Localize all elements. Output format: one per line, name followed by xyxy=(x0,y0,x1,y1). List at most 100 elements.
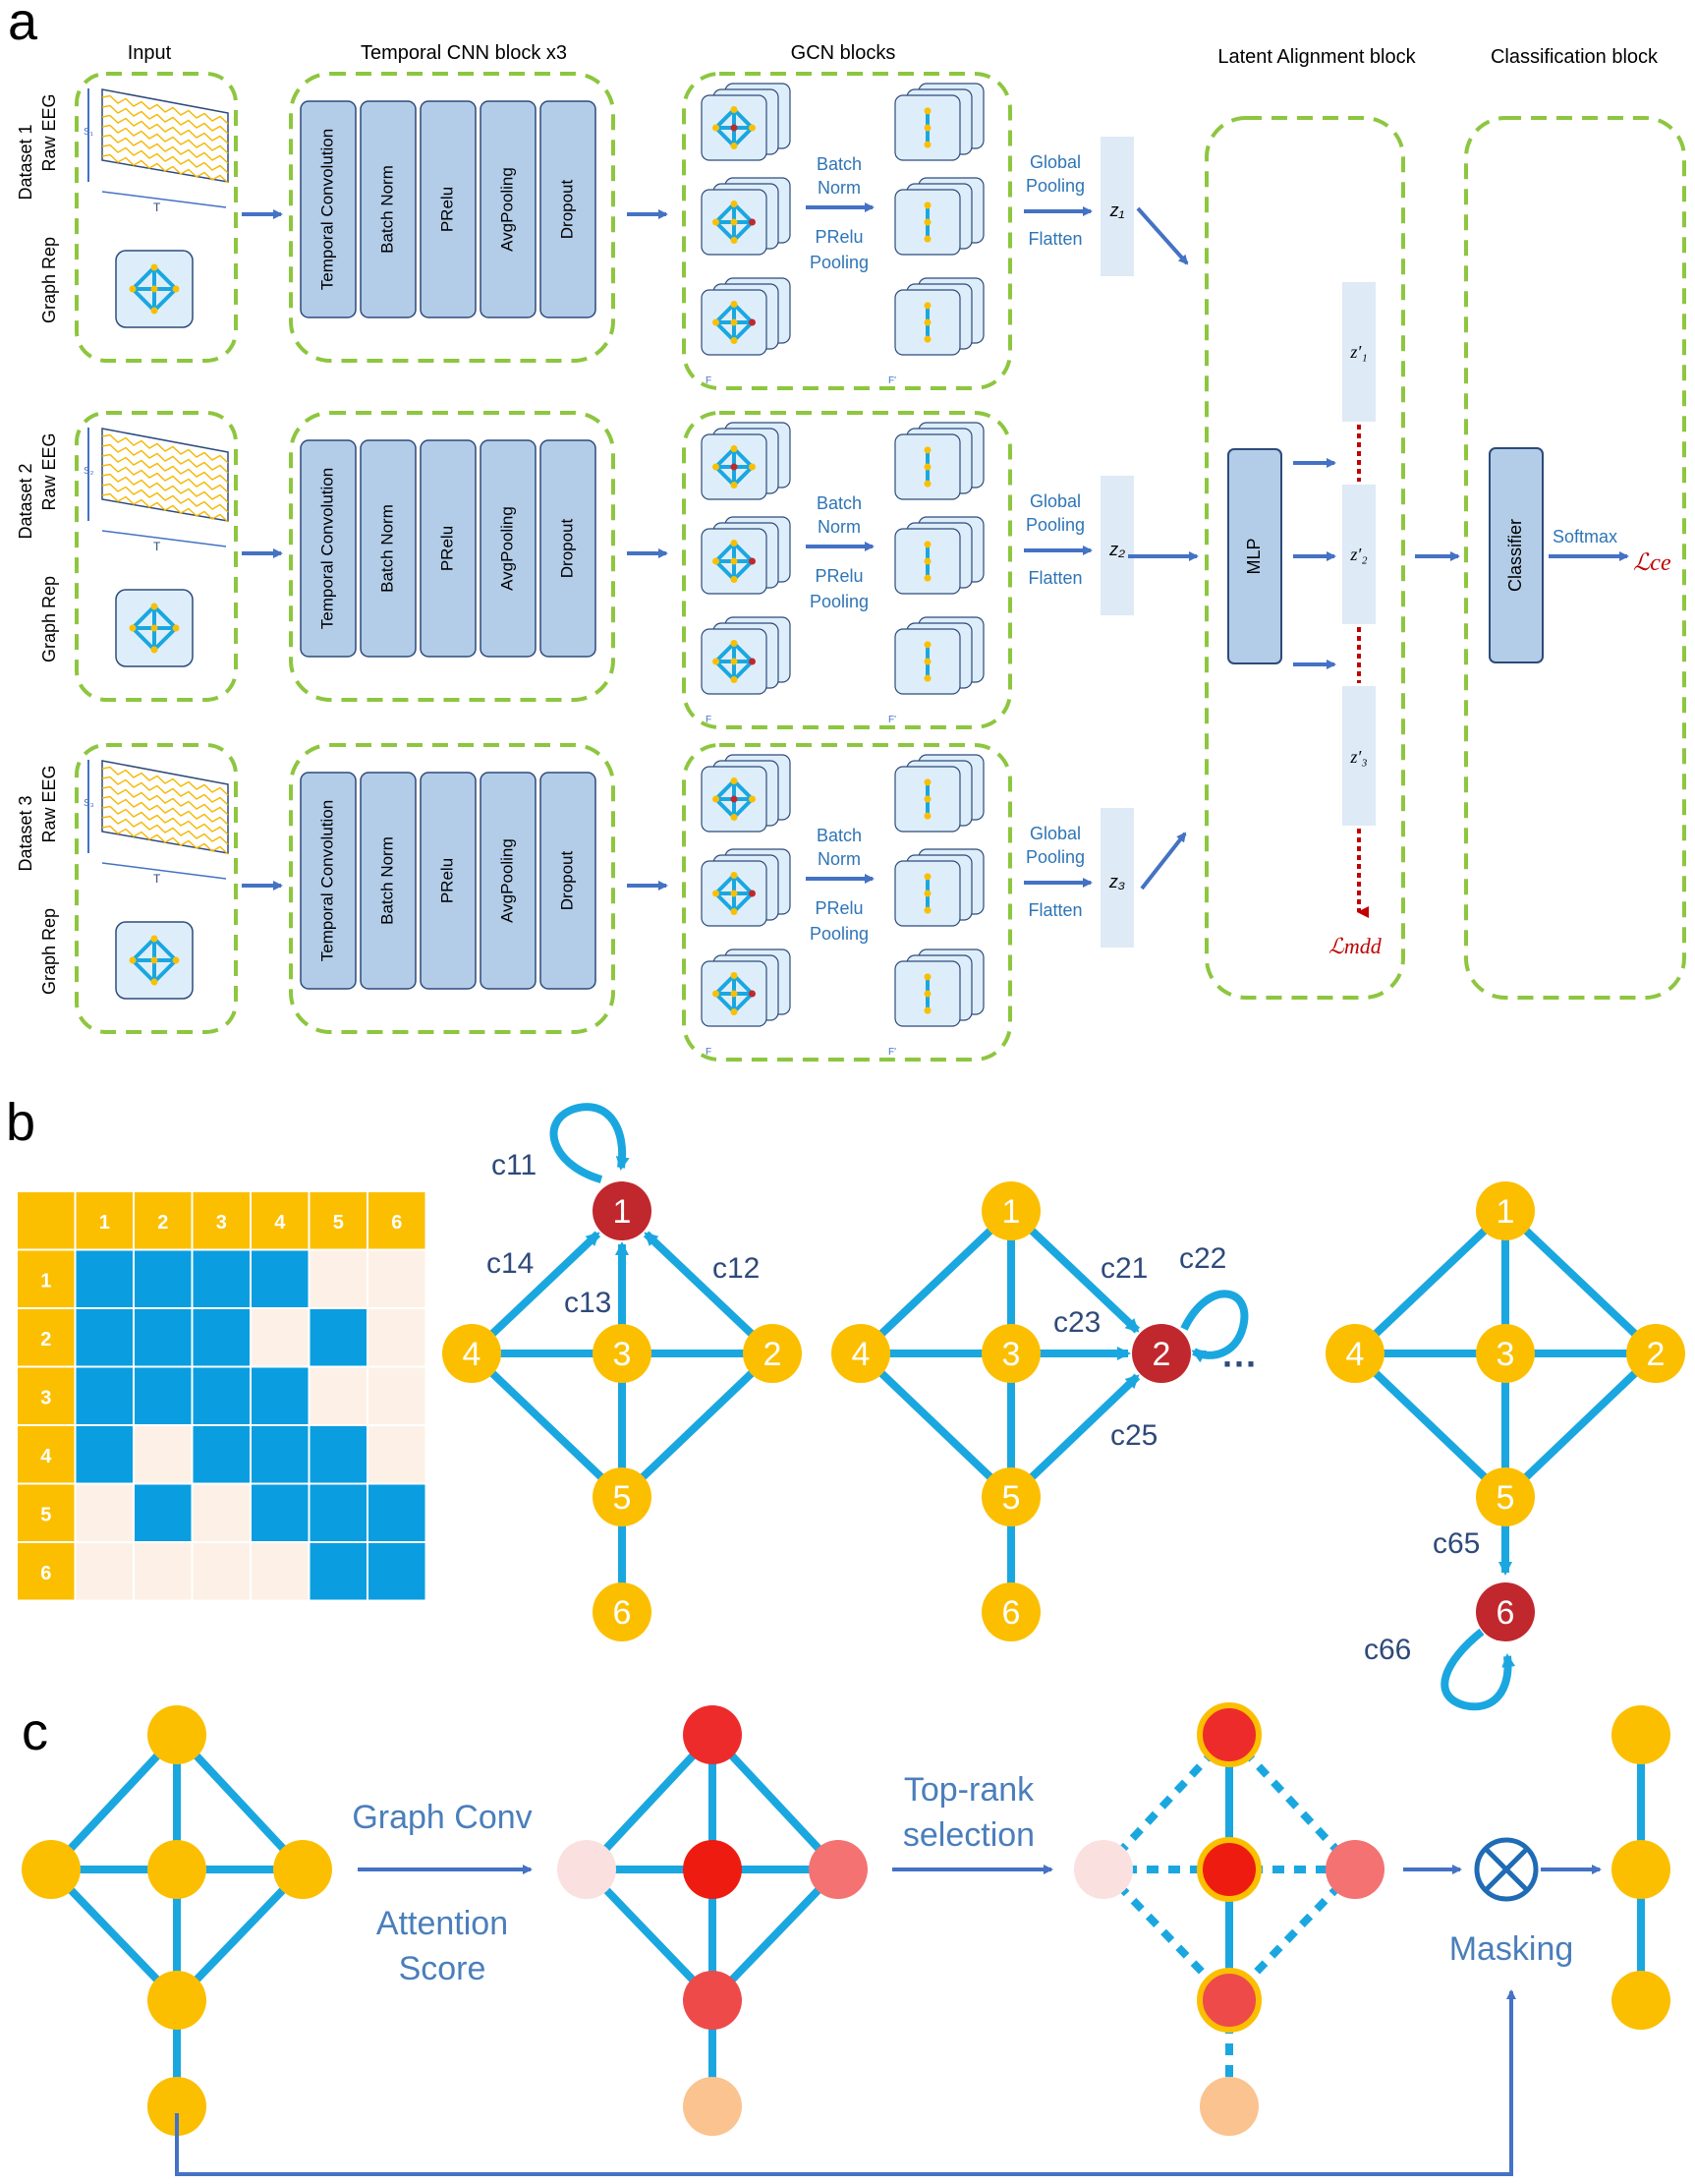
graph-node-3 xyxy=(982,1324,1041,1383)
time-label: T xyxy=(153,540,161,553)
graph-node-6 xyxy=(982,1582,1041,1641)
gcn-input-stack-edge xyxy=(732,797,754,819)
cnn-layer-box xyxy=(300,100,357,318)
cnn-layer-label: AvgPooling xyxy=(497,167,516,252)
graph-edge xyxy=(1226,1867,1358,2003)
matrix-cell xyxy=(368,1309,425,1366)
feature-label-out: F' xyxy=(888,715,896,725)
gcn-batch-label: Batch xyxy=(817,493,862,513)
self-loop-1 xyxy=(549,1103,630,1183)
gcn-output-stack-node xyxy=(924,778,932,786)
pooling-label: Pooling xyxy=(1026,515,1085,535)
gcn-input-stack-edge xyxy=(732,642,754,663)
header-gcn: GCN blocks xyxy=(791,42,896,64)
graph-rep-edge xyxy=(131,937,156,962)
cnn-layer-box xyxy=(480,100,537,318)
matrix-row-header xyxy=(18,1484,75,1541)
gcn-norm-label: Norm xyxy=(818,517,861,537)
graph-node-1 xyxy=(593,1181,651,1240)
matrix-row-header-label: 6 xyxy=(40,1563,51,1584)
latent-alignment-block xyxy=(1205,116,1405,1000)
graph-edge xyxy=(469,1351,625,1500)
flatten-label: Flatten xyxy=(1028,900,1082,920)
gcn-output-stack-node xyxy=(924,812,932,820)
graph-node-2 xyxy=(743,1324,802,1383)
input-graph xyxy=(22,1705,332,2136)
gcn-input-stack-edge xyxy=(714,797,736,819)
gcn-input-stack-edge xyxy=(714,542,736,563)
gcn-input-stack-edge xyxy=(732,465,754,487)
matrix-cell xyxy=(76,1309,133,1366)
matrix-cell xyxy=(76,1426,133,1483)
gcn-input-stack-node xyxy=(730,658,738,665)
gcn-output-stack-node xyxy=(924,463,932,471)
graph-node xyxy=(683,2077,742,2136)
gcn-output-stack-node xyxy=(924,973,932,981)
gcn-pooling-label: Pooling xyxy=(810,253,869,272)
gcn-input-stack-node xyxy=(730,218,738,226)
self-loop-6 xyxy=(1441,1628,1516,1711)
gcn-input-stack-edge xyxy=(714,320,736,342)
graph-edge xyxy=(174,1732,306,1872)
z1-to-latent-arrow xyxy=(1136,206,1189,265)
gcn-input-stack-node xyxy=(730,890,738,897)
gcn-input-stack-node xyxy=(730,990,738,998)
graph-node-label: 4 xyxy=(1346,1336,1365,1373)
global-label: Global xyxy=(1030,824,1081,843)
matrix-col-header xyxy=(193,1192,250,1249)
eeg-trace xyxy=(101,453,229,484)
matrix-cell xyxy=(310,1367,367,1424)
pooling-label: Pooling xyxy=(1026,847,1085,867)
edge-coefficient: c25 xyxy=(1110,1419,1158,1452)
matrix-cell xyxy=(76,1484,133,1541)
cnn-layer-label: Batch Norm xyxy=(377,504,396,593)
panel-letter-b: b xyxy=(6,1093,35,1152)
z3-to-latent-arrow xyxy=(1140,832,1187,891)
attention-label: Attention xyxy=(376,1905,508,1942)
matrix-cell xyxy=(193,1309,250,1366)
matrix-cell xyxy=(193,1484,250,1541)
graph-edge xyxy=(48,1867,180,2003)
mlp-box xyxy=(1227,448,1282,664)
edge-coefficient: c22 xyxy=(1179,1242,1226,1275)
graph-node-label: 5 xyxy=(1002,1479,1021,1517)
graph-rep-edge xyxy=(152,958,178,984)
gcn-input-stack-node xyxy=(748,795,756,803)
graph-edge xyxy=(619,1351,775,1500)
graph-node-label: 3 xyxy=(1002,1336,1021,1373)
eeg-trace xyxy=(101,104,229,135)
eeg-trace xyxy=(101,795,229,826)
graph-node-6 xyxy=(1476,1582,1535,1641)
graph-node-1 xyxy=(982,1181,1041,1240)
eeg-trace xyxy=(101,483,229,513)
raw-eeg-label: Raw EEG xyxy=(39,765,59,842)
matrix-cell xyxy=(193,1426,250,1483)
graph-node-label: 6 xyxy=(613,1594,632,1632)
matrix-col-header-label: 6 xyxy=(391,1212,402,1234)
graph-rep-node xyxy=(150,646,158,654)
graph-rep-edge xyxy=(131,958,156,984)
graph-edge xyxy=(174,1867,306,2003)
graph-node xyxy=(557,1840,616,1899)
graph-node-4 xyxy=(442,1324,501,1383)
gcn-input-stack-edge xyxy=(714,220,736,242)
matrix-cell xyxy=(252,1484,309,1541)
gcn-input-stack-node xyxy=(712,795,720,803)
eeg-trace xyxy=(101,776,229,806)
graph-node-label: 2 xyxy=(1153,1336,1171,1373)
cnn-layer-box xyxy=(539,772,596,990)
gcn-output-stack-node xyxy=(924,124,932,132)
ellipsis: ··· xyxy=(1222,1344,1258,1384)
cnn-layer-box xyxy=(539,100,596,318)
gcn-input-stack-node xyxy=(730,872,738,880)
gcn-input-stack-node xyxy=(730,463,738,471)
gcn-output-stack-node xyxy=(924,141,932,148)
graph-node xyxy=(147,1971,206,2030)
gcn-input-stack-node xyxy=(730,557,738,565)
graph-node-label: 3 xyxy=(613,1336,632,1373)
graph-node xyxy=(1197,1702,1262,1767)
matrix-cell xyxy=(252,1367,309,1424)
